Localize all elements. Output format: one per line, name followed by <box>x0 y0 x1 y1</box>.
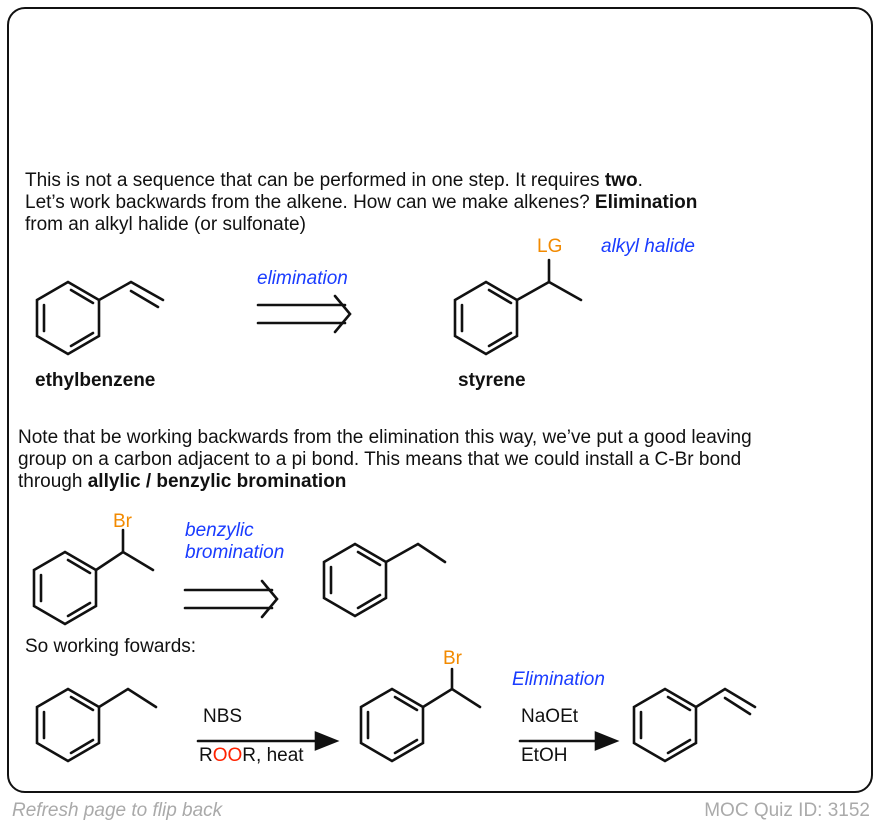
reagent-peroxide: ROOR, heat <box>199 745 304 766</box>
forward-arrow-1 <box>196 731 340 751</box>
molecule-product-drawing <box>632 687 757 763</box>
molecule-alkyl-halide-drawing <box>453 258 583 356</box>
alkyl-halide-label: alkyl halide <box>601 236 695 257</box>
note-line-3: through allylic / benzylic bromination <box>18 471 347 492</box>
bromination-label: bromination <box>185 542 285 563</box>
molecule-styrene-drawing <box>35 280 165 356</box>
reagent-naoet: NaOEt <box>521 706 579 727</box>
refresh-hint: Refresh page to flip back <box>12 800 223 821</box>
intro-line-2: Let’s work backwards from the alkene. Ho… <box>25 192 698 213</box>
styrene-label: styrene <box>458 370 526 391</box>
note-line-2: group on a carbon adjacent to a pi bond.… <box>18 449 742 470</box>
answer-card <box>7 7 873 793</box>
leaving-group-label: LG <box>537 236 563 257</box>
intro-line-3: from an alkyl halide (or sulfonate) <box>25 214 306 235</box>
note-line-1: Note that be working backwards from the … <box>18 427 752 448</box>
bromine-label-2: Br <box>443 648 462 669</box>
molecule-start-drawing <box>35 687 158 763</box>
molecule-intermediate-drawing <box>359 667 482 763</box>
reagent-nbs: NBS <box>203 706 243 727</box>
elimination-arrow-label: elimination <box>257 268 348 289</box>
intro-line-1: This is not a sequence that can be perfo… <box>25 170 643 191</box>
bromine-label-1: Br <box>113 511 132 532</box>
ethylbenzene-label: ethylbenzene <box>35 370 156 391</box>
retro-arrow-2 <box>183 579 279 619</box>
molecule-benzyl-bromide-drawing <box>32 528 155 626</box>
benzylic-label: benzylic <box>185 520 254 541</box>
molecule-ethylbenzene-drawing <box>322 542 447 618</box>
elimination-step-label: Elimination <box>512 669 605 690</box>
reagent-etoh: EtOH <box>521 745 568 766</box>
forward-arrow-2 <box>518 731 620 751</box>
retro-arrow-1 <box>256 294 352 334</box>
forwards-heading: So working fowards: <box>25 636 197 657</box>
quiz-id: MOC Quiz ID: 3152 <box>704 800 870 821</box>
